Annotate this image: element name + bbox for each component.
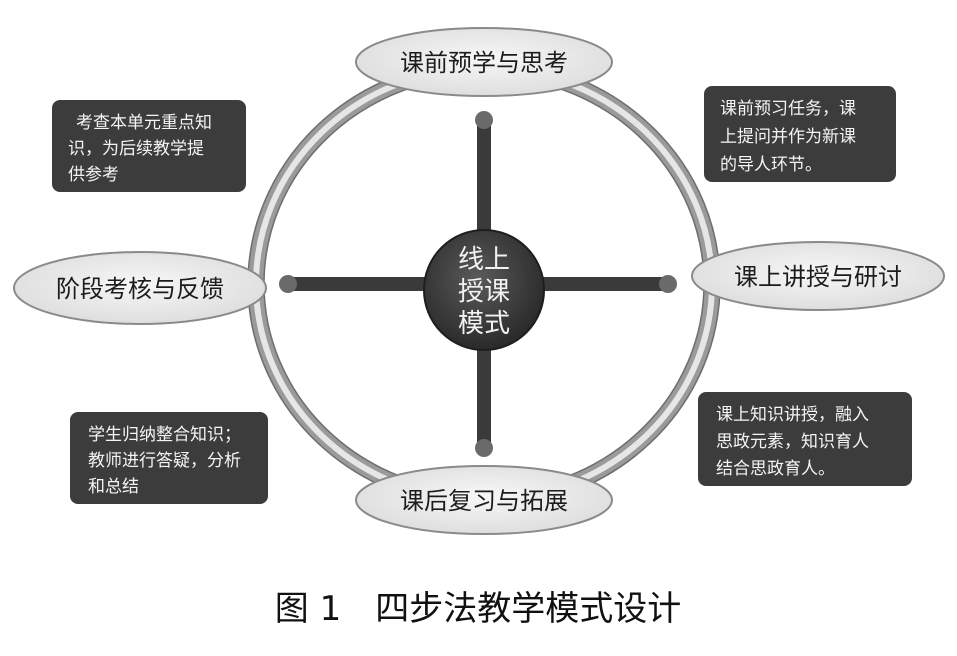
spoke-end-bottom: [475, 439, 493, 457]
note-top-right-line-2: 上提问并作为新课: [720, 127, 856, 147]
note-bottom-right-line-2: 思政元素，知识育人: [716, 432, 869, 452]
note-bottom-left-line-3: 和总结: [88, 477, 139, 497]
stage-bottom-label: 课后复习与拓展: [400, 487, 568, 515]
hub-line-2: 授课: [458, 277, 510, 307]
stage-left: 阶段考核与反馈: [13, 251, 267, 325]
center-hub: 线上 授课 模式: [423, 229, 545, 351]
note-top-left-line-3: 供参考: [68, 165, 119, 185]
note-top-right-line-1: 课前预习任务，课: [720, 99, 856, 119]
note-top-right: 课前预习任务，课 上提问并作为新课 的导人环节。: [704, 86, 896, 182]
note-bottom-left: 学生归纳整合知识； 教师进行答疑，分析 和总结: [70, 412, 268, 504]
stage-top: 课前预学与思考: [355, 27, 613, 97]
figure-caption: 图 1 四步法教学模式设计: [275, 589, 681, 629]
spoke-end-left: [279, 275, 297, 293]
note-top-left-line-2: 识，为后续教学提: [68, 139, 204, 159]
note-bottom-right: 课上知识讲授，融入 思政元素，知识育人 结合思政育人。: [698, 392, 912, 486]
note-bottom-right-line-1: 课上知识讲授，融入: [716, 405, 869, 425]
hub-line-3: 模式: [458, 309, 510, 339]
hub-line-1: 线上: [458, 245, 510, 275]
note-top-right-line-3: 的导人环节。: [720, 155, 822, 175]
spoke-end-right: [659, 275, 677, 293]
note-bottom-right-line-3: 结合思政育人。: [716, 459, 835, 479]
note-top-left: 考查本单元重点知 识，为后续教学提 供参考: [52, 100, 246, 192]
stage-top-label: 课前预学与思考: [400, 49, 568, 77]
stage-right-label: 课上讲授与研讨: [734, 263, 902, 291]
note-bottom-left-line-1: 学生归纳整合知识；: [88, 425, 241, 445]
spoke-end-top: [475, 111, 493, 129]
stage-right: 课上讲授与研讨: [691, 241, 945, 311]
stage-left-label: 阶段考核与反馈: [56, 275, 224, 303]
note-bottom-left-line-2: 教师进行答疑，分析: [88, 451, 241, 471]
stage-bottom: 课后复习与拓展: [355, 465, 613, 535]
note-top-left-line-1: 考查本单元重点知: [76, 113, 212, 133]
